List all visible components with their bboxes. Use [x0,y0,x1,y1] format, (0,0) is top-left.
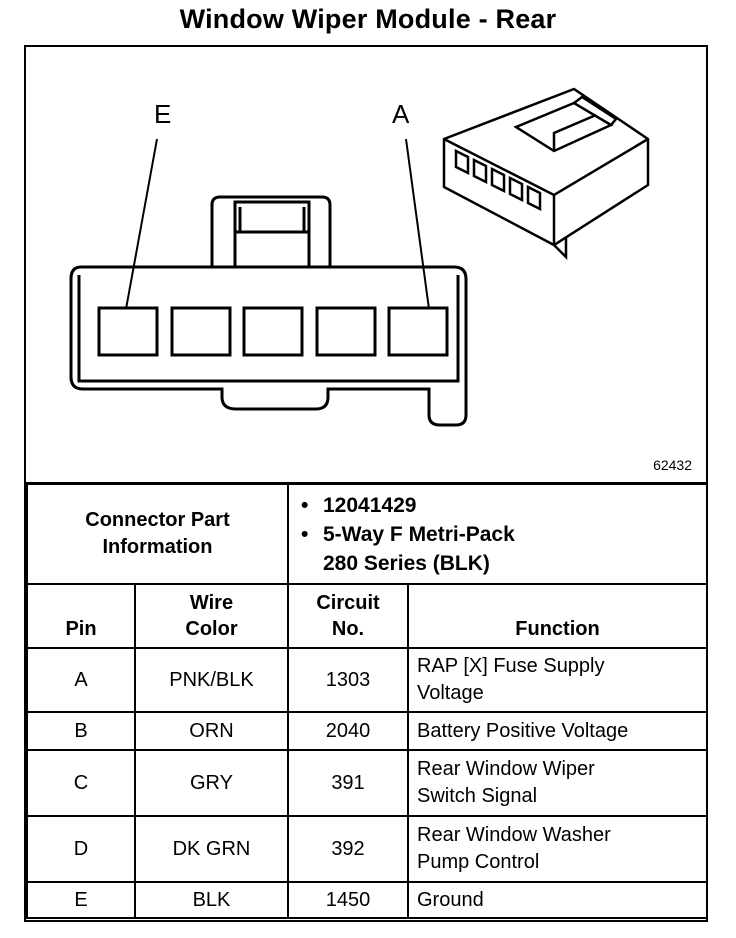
wire-color-cell: BLK [134,881,289,919]
leader-line-a [405,138,430,310]
connector-info-label-line1: Connector Part [85,509,230,531]
pin-cell: C [26,749,136,817]
bullet: • [301,522,309,546]
header-circuit-line2: No. [331,618,365,640]
pin-cavity-c [242,306,304,357]
wire-color-cell: DK GRN [134,815,289,883]
connector-isometric-view [442,87,650,261]
table-header-row: Pin Wire Color Circuit No. Function [26,583,708,649]
header-wire-color: Wire Color [134,583,289,649]
circuit-cell: 1450 [287,881,409,919]
pin-cavities [97,306,449,357]
connector-diagram: E A 62432 [26,47,706,485]
header-circuit-line1: Circuit [316,592,380,614]
wire-color-cell: GRY [134,749,289,817]
part-number-item: • 12041429 [297,491,698,520]
function-line1: RAP [X] Fuse Supply [417,655,605,677]
connector-face-outline [69,195,468,427]
connector-info-values: • 12041429 • 5-Way F Metri-Pack 280 Series … [287,483,708,585]
figure-number: 62432 [653,457,692,473]
function-line2: Pump Control [417,851,540,873]
connector-type-line1: 5-Way F Metri-Pack [323,522,515,546]
header-function: Function [407,583,708,649]
connector-type-line2: 280 Series (BLK) [323,551,490,575]
table-row: C GRY 391 Rear Window Wiper Switch Signa… [26,749,708,817]
table-row: E BLK 1450 Ground [26,881,708,919]
pin-table: Connector Part Information • 12041429 • 5-… [26,483,708,919]
connector-type-item: • 5-Way F Metri-Pack 280 Series (BLK) [297,520,698,578]
function-line1: Ground [417,888,484,911]
function-line1: Rear Window Washer [417,824,611,846]
pin-cavity-d [170,306,232,357]
circuit-cell: 2040 [287,711,409,751]
function-cell: Battery Positive Voltage [407,711,708,751]
pin-cavity-b [315,306,377,357]
function-cell: RAP [X] Fuse Supply Voltage [407,647,708,713]
table-row: A PNK/BLK 1303 RAP [X] Fuse Supply Volta… [26,647,708,713]
pin-cell: E [26,881,136,919]
pin-cavity-a [387,306,449,357]
function-cell: Ground [407,881,708,919]
wire-color-cell: PNK/BLK [134,647,289,713]
header-pin: Pin [26,583,136,649]
wire-color-cell: ORN [134,711,289,751]
function-cell: Rear Window Washer Pump Control [407,815,708,883]
page-title: Window Wiper Module - Rear [179,4,557,34]
pin-cell: A [26,647,136,713]
bullet: • [301,493,309,517]
pin-leader-lines [125,138,430,310]
pin-cell: D [26,815,136,883]
part-number: 12041429 [323,493,417,517]
table-row: D DK GRN 392 Rear Window Washer Pump Con… [26,815,708,883]
header-wire-color-line1: Wire [189,592,234,614]
table-row: B ORN 2040 Battery Positive Voltage [26,711,708,751]
connector-info-label-line2: Information [102,536,213,558]
function-line2: Switch Signal [417,785,538,807]
pin-cell: B [26,711,136,751]
function-line2: Voltage [417,682,484,704]
circuit-cell: 391 [287,749,409,817]
header-circuit-no: Circuit No. [287,583,409,649]
pin-e-callout: E [154,99,172,129]
leader-line-e [125,138,158,310]
header-wire-color-line2: Color [185,618,238,640]
function-cell: Rear Window Wiper Switch Signal [407,749,708,817]
pin-cavity-e [97,306,159,357]
pin-a-callout: A [392,99,410,129]
connector-info-row: Connector Part Information • 12041429 • 5-… [26,483,708,585]
function-line1: Rear Window Wiper [417,758,595,780]
circuit-cell: 1303 [287,647,409,713]
connector-info-label: Connector Part Information [26,483,289,585]
connector-face-drawing [69,87,650,427]
connector-sheet: E A 62432 Connector Part Information • 12… [24,45,708,922]
circuit-cell: 392 [287,815,409,883]
function-line1: Battery Positive Voltage [417,719,629,742]
